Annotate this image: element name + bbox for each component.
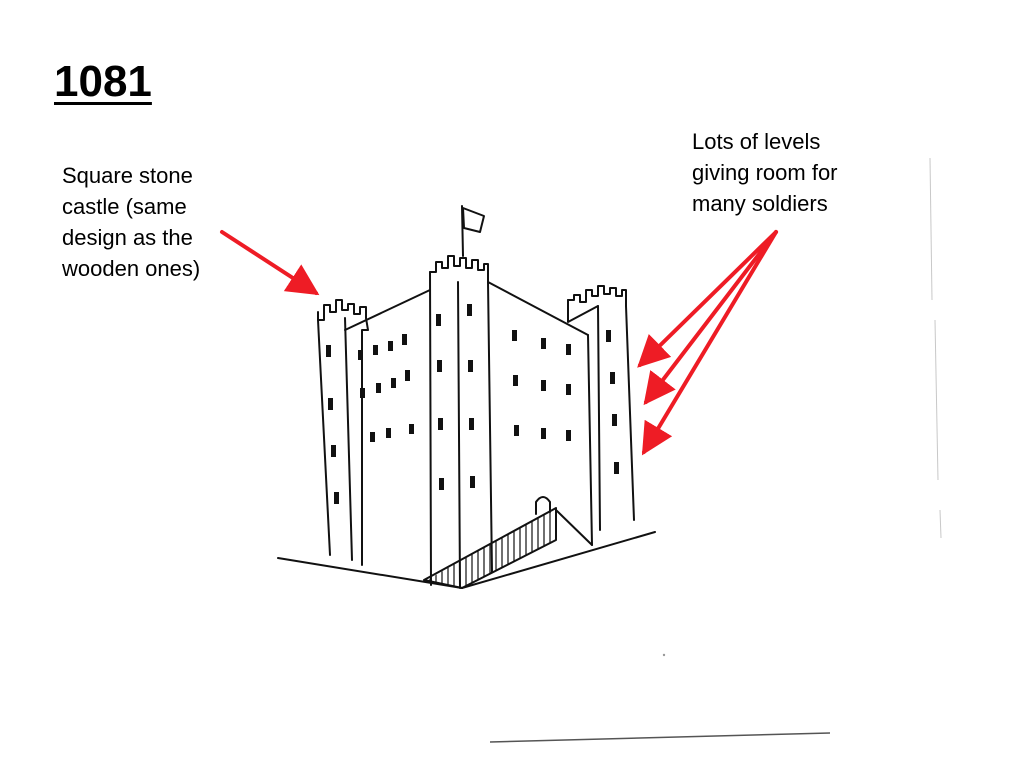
- scan-bottom-edge: [489, 732, 831, 743]
- annotation-line: Square stone: [62, 163, 193, 188]
- annotation-line: giving room for: [692, 160, 838, 185]
- flag-icon: [461, 205, 485, 257]
- annotation-line: many soldiers: [692, 191, 828, 216]
- annotation-levels: Lots of levels giving room for many sold…: [692, 126, 838, 219]
- ground-line-right: [461, 531, 656, 589]
- annotation-arrows: [220, 230, 778, 456]
- right-tower: [567, 285, 635, 546]
- arrow-to-level-1: [637, 230, 778, 368]
- ground-line-left: [277, 557, 463, 589]
- arrow-to-level-3: [641, 230, 778, 456]
- castle-windows: [326, 304, 619, 504]
- left-wall-top: [344, 289, 431, 331]
- scan-edges: [929, 157, 942, 539]
- slide-title: 1081: [54, 57, 152, 106]
- arrow-to-left-tower: [220, 230, 320, 296]
- annotation-line: castle (same: [62, 194, 187, 219]
- arrow-to-level-2: [643, 230, 778, 406]
- annotation-line: Lots of levels: [692, 129, 821, 154]
- castle-drawing: [277, 205, 656, 589]
- annotation-square-stone-castle: Square stone castle (same design as the …: [62, 160, 200, 284]
- castle-gate: [535, 496, 551, 515]
- left-tower: [317, 299, 369, 566]
- annotation-line: design as the: [62, 225, 193, 250]
- stairway: [423, 507, 557, 589]
- scan-speck: [662, 653, 666, 657]
- central-tower: [429, 255, 493, 589]
- right-wall-top: [487, 281, 589, 336]
- right-wall-bottom: [555, 509, 593, 546]
- annotation-line: wooden ones): [62, 256, 201, 281]
